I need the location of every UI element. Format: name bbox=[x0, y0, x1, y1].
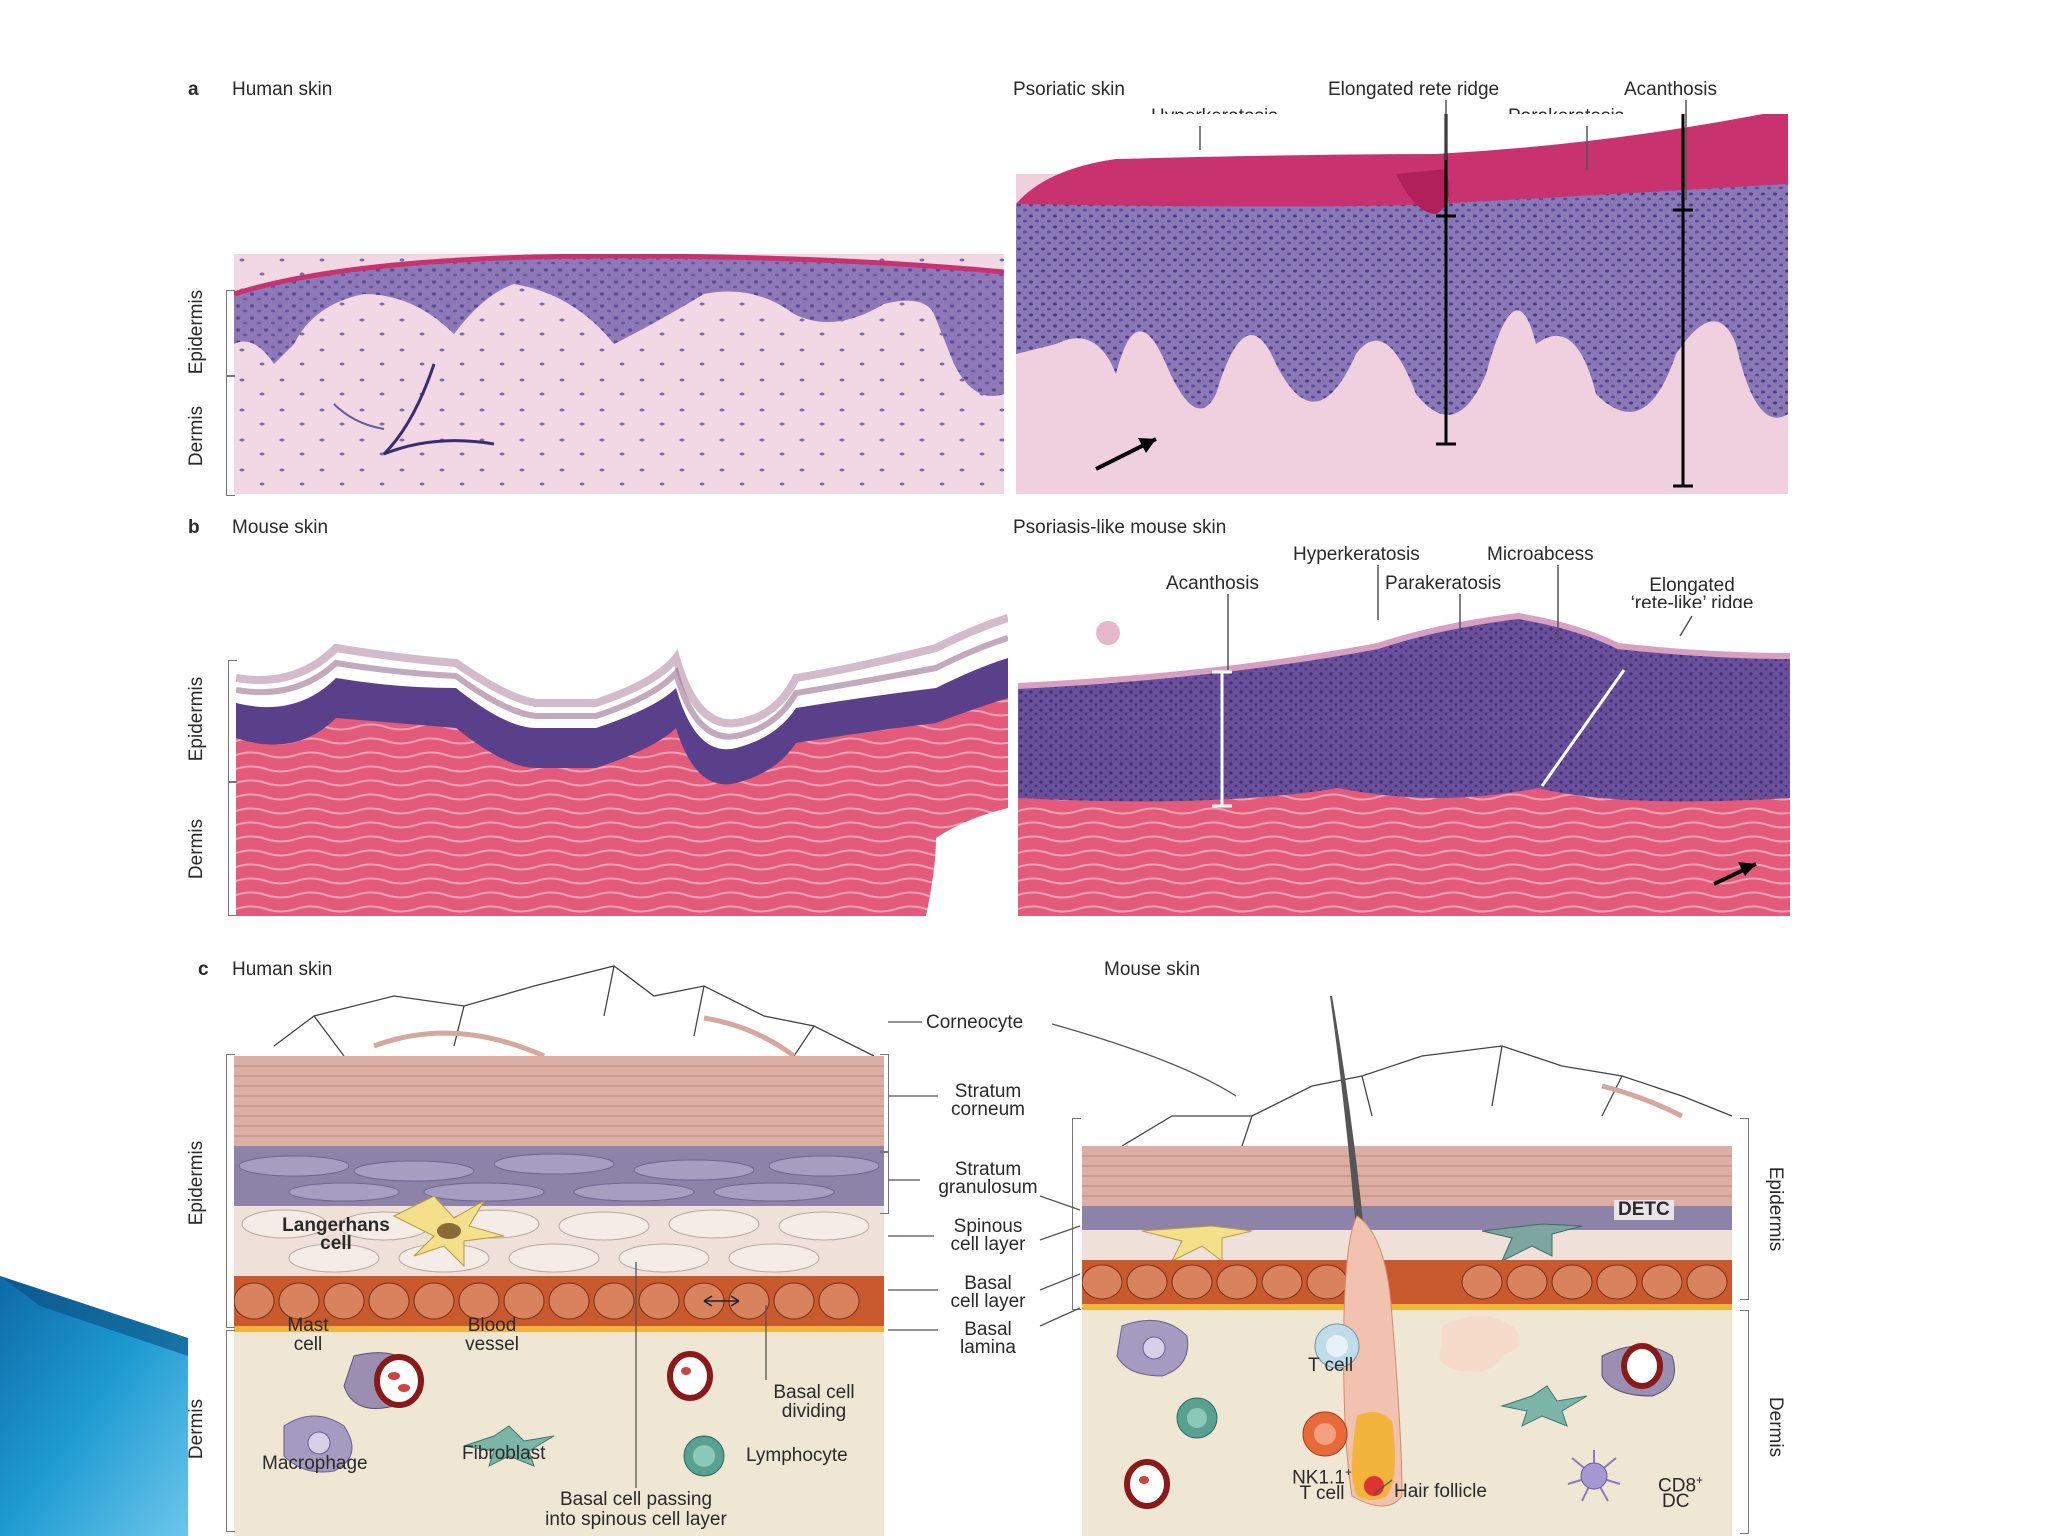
dermis-bracket-b bbox=[228, 782, 237, 916]
label-stratum-corneum-1: Stratum bbox=[954, 1081, 1022, 1102]
label-spinous-2: cell layer bbox=[950, 1234, 1026, 1255]
label-basal-1: Basal bbox=[964, 1273, 1012, 1294]
panel-c-left-title: Human skin bbox=[232, 959, 333, 980]
label-lymphocyte: Lymphocyte bbox=[746, 1445, 848, 1466]
label-fibroblast: Fibroblast bbox=[462, 1443, 546, 1464]
epidermis-bracket-c bbox=[226, 1054, 235, 1328]
label-nk-t-cell-2: T cell bbox=[1299, 1483, 1345, 1504]
label-cd8-dc-1: CD8+ bbox=[1658, 1473, 1704, 1497]
label-spinous-1: Spinous bbox=[953, 1216, 1023, 1237]
label-cd8-dc-2: DC bbox=[1662, 1491, 1690, 1512]
dermis-bracket-a bbox=[226, 376, 235, 496]
label-mast-2: cell bbox=[293, 1334, 323, 1355]
panel-c-right-title: Mouse skin bbox=[1104, 959, 1201, 980]
label-basal-passing-1: Basal cell passing bbox=[559, 1489, 713, 1510]
dermis-bracket-c-mouse bbox=[1740, 1310, 1749, 1534]
mouse-skin-histology bbox=[236, 608, 1008, 916]
panel-b-letter: b bbox=[188, 517, 200, 538]
label-basal-lamina-1: Basal bbox=[964, 1319, 1012, 1340]
label-stratum-granulosum-1: Stratum bbox=[954, 1159, 1022, 1180]
label-stratum-corneum-2: corneum bbox=[951, 1099, 1025, 1120]
label-stratum-granulosum-2: granulosum bbox=[938, 1177, 1038, 1198]
label-mast-1: Mast bbox=[287, 1315, 329, 1336]
label-hair-follicle: Hair follicle bbox=[1394, 1481, 1487, 1502]
label-corneocyte: Corneocyte bbox=[926, 1012, 1024, 1033]
label-basal-2: cell layer bbox=[950, 1291, 1026, 1312]
annotation-elongated-line1: Elongated bbox=[1649, 575, 1735, 596]
panel-a-left-title: Human skin bbox=[232, 79, 333, 100]
annotation-microabcess: Microabcess bbox=[1487, 544, 1594, 565]
label-basal-lamina-2: lamina bbox=[960, 1337, 1016, 1358]
panel-c-letter: c bbox=[198, 959, 209, 980]
label-detc: DETC bbox=[1614, 1200, 1674, 1220]
panel-b-left-title: Mouse skin bbox=[232, 517, 329, 538]
label-basal-dividing-2: dividing bbox=[781, 1401, 847, 1422]
psoriatic-skin-histology bbox=[1016, 114, 1788, 494]
dermis-bracket-c bbox=[226, 1330, 235, 1532]
epidermis-bracket-a bbox=[226, 290, 235, 376]
mouse-skin-schematic bbox=[1082, 996, 1733, 1536]
layer-bracket-granulosum bbox=[880, 1152, 889, 1214]
panel-a-letter: a bbox=[188, 79, 199, 100]
label-t-cell: T cell bbox=[1308, 1355, 1354, 1376]
slide-corner-decoration bbox=[0, 1276, 188, 1536]
human-skin-histology bbox=[234, 254, 1004, 494]
label-blood-vessel-1: Blood bbox=[467, 1315, 517, 1336]
panel-a-right-title: Psoriatic skin bbox=[1013, 79, 1125, 100]
label-nk-t-cell-1: NK1.1+ bbox=[1292, 1465, 1352, 1489]
annotation-acanthosis-b: Acanthosis bbox=[1166, 573, 1259, 594]
label-langerhans-2: cell bbox=[320, 1233, 352, 1254]
label-macrophage: Macrophage bbox=[262, 1453, 368, 1474]
label-basal-dividing-1: Basal cell bbox=[773, 1382, 855, 1403]
layer-bracket-corneum bbox=[880, 1054, 889, 1152]
epidermis-bracket-b bbox=[228, 660, 237, 782]
label-basal-passing-2: into spinous cell layer bbox=[545, 1509, 727, 1530]
human-skin-schematic bbox=[234, 965, 884, 1536]
annotation-elongated-rete-ridge: Elongated rete ridge bbox=[1328, 79, 1500, 100]
psoriasis-like-mouse-skin-histology bbox=[1018, 608, 1790, 916]
annotation-acanthosis-a: Acanthosis bbox=[1624, 79, 1717, 100]
annotation-hyperkeratosis-b: Hyperkeratosis bbox=[1293, 544, 1420, 565]
annotation-parakeratosis-b: Parakeratosis bbox=[1385, 573, 1502, 594]
label-langerhans-1: Langerhans bbox=[282, 1215, 390, 1236]
label-blood-vessel-2: vessel bbox=[465, 1334, 519, 1355]
epidermis-bracket-c-mouse bbox=[1740, 1118, 1749, 1300]
panel-b-right-title: Psoriasis-like mouse skin bbox=[1013, 517, 1227, 538]
